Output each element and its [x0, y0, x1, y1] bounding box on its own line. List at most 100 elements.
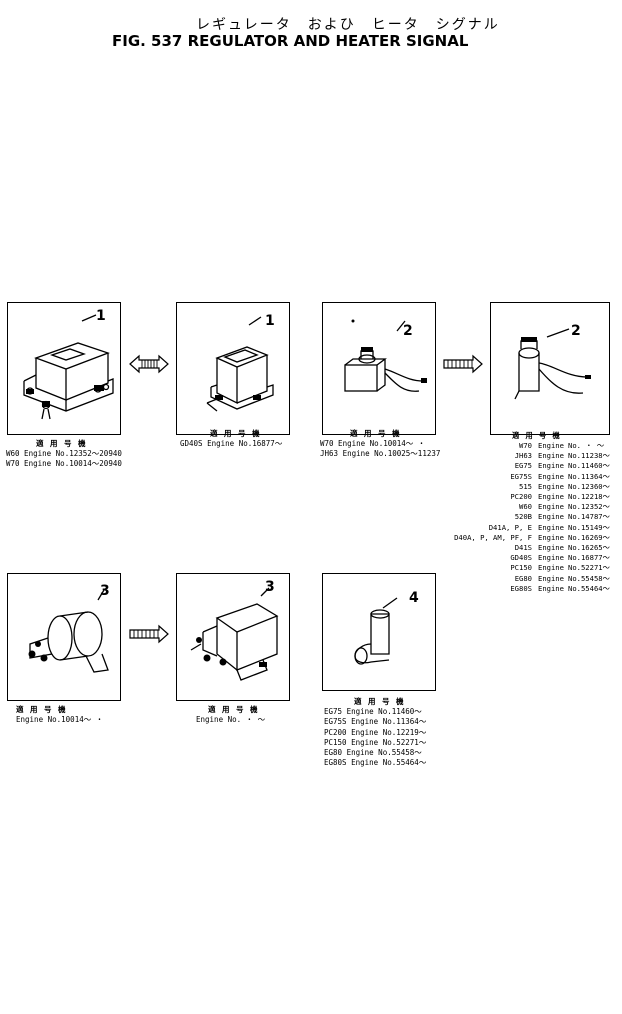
- callout-1-new: 1: [265, 313, 275, 329]
- title-japanese: レギュレータ およひ ヒータ シグナル: [196, 17, 500, 33]
- engine-cell: Engine: [538, 583, 564, 593]
- regulator-new-drawing: [206, 316, 274, 412]
- serial-cell: No.52271～: [568, 563, 610, 573]
- table-row: D41A, P, E Engine No.15149～: [456, 523, 618, 533]
- panel-heater-signal-new: 2: [490, 302, 610, 435]
- engine-line: GD40S Engine No.16877～: [180, 439, 283, 449]
- table-row: PC150 Engine No.52271～: [456, 563, 618, 573]
- table-row: GD40S Engine No.16877～: [456, 553, 618, 563]
- serial-cell: No.55464～: [568, 583, 610, 593]
- callout-3-new: 3: [265, 579, 275, 595]
- engine-line: EG75S Engine No.11364～: [324, 717, 427, 727]
- panel-heater-relay-new: 3: [176, 573, 290, 701]
- engine-cell: Engine: [538, 553, 564, 563]
- heater-signal-new-drawing: [514, 328, 591, 400]
- applicability-label-6: 適 用 号 機 Engine No. ・ ～: [196, 705, 265, 725]
- applicability-label-3: 適 用 号 機 W70 Engine No.10014～ ・ JH63 Engi…: [320, 429, 440, 460]
- model-cell: W70: [519, 441, 532, 450]
- serial-cell: No.12360～: [568, 481, 610, 491]
- model-cell: W60: [519, 502, 532, 512]
- applicability-header: 適 用 号 機: [512, 431, 561, 440]
- serial-cell: No.16265～: [568, 543, 610, 552]
- engine-cell: Engine: [538, 502, 564, 512]
- applicability-label-2: 適 用 号 機 GD40S Engine No.16877～: [180, 429, 282, 449]
- engine-line: W70 Engine No.10014～ ・: [320, 439, 426, 449]
- serial-cell: No.11460～: [568, 461, 610, 471]
- applicability-header: 適 用 号 機: [354, 697, 405, 706]
- applicability-header: 適 用 号 機: [210, 429, 261, 438]
- model-cell: EG80: [514, 573, 532, 583]
- callout-1: 1: [96, 308, 106, 324]
- engine-cell: Engine: [538, 563, 564, 573]
- engine-line: EG75 Engine No.11460～: [324, 707, 422, 717]
- panel-regulator-old: 1: [7, 302, 121, 435]
- table-row: EG80S Engine No.55464～: [456, 584, 618, 594]
- table-row: W70 Engine No. ・ ～: [456, 441, 618, 451]
- serial-cell: No.15149～: [568, 522, 610, 532]
- model-cell: 515: [519, 481, 532, 491]
- engine-cell: Engine: [538, 532, 564, 542]
- figure-title: FIG. 537 REGULATOR AND HEATER SIGNAL: [112, 32, 469, 50]
- serial-cell: No.11364～: [568, 471, 610, 481]
- heater-plug-drawing: [354, 597, 398, 665]
- engine-line: Engine No. ・ ～: [196, 715, 266, 725]
- applicability-header: 適 用 号 機: [208, 705, 259, 714]
- engine-line: W70 Engine No.10014～20940: [6, 459, 122, 469]
- model-cell: D40A, P, AM, PF, F: [454, 532, 532, 542]
- model-cell: 520B: [514, 512, 532, 522]
- panel-heater-relay-old: 3: [7, 573, 121, 701]
- engine-cell: Engine: [538, 451, 564, 461]
- callout-2-new: 2: [571, 323, 581, 339]
- panel-heater-signal-old: 2: [322, 302, 436, 435]
- applicability-header: 適 用 号 機: [350, 429, 401, 438]
- panel-heater-plug: 4: [322, 573, 436, 691]
- engine-cell: Engine: [538, 573, 564, 583]
- heater-relay-new-drawing: [190, 587, 279, 681]
- engine-line: PC200 Engine No.12219～: [324, 727, 427, 737]
- model-cell: EG75: [514, 461, 532, 471]
- right-arrow-icon: [129, 624, 169, 644]
- applicability-header: 適 用 号 機: [36, 439, 87, 448]
- engine-cell: Engine: [538, 471, 564, 481]
- model-cell: GD40S: [510, 553, 532, 563]
- right-arrow-icon: [443, 354, 483, 374]
- heater-relay-old-drawing: [28, 589, 109, 673]
- panel-regulator-new: 1: [176, 302, 290, 435]
- applicability-header: 適 用 号 機: [16, 705, 67, 714]
- engine-cell: Engine: [538, 441, 564, 450]
- model-cell: EG80S: [510, 583, 532, 593]
- double-arrow-icon: [129, 354, 169, 374]
- table-row: D41S Engine No.16265～: [456, 543, 618, 553]
- engine-cell: Engine: [538, 522, 564, 532]
- applicability-label-1: 適 用 号 機 W60 Engine No.12352～20940 W70 En…: [6, 439, 122, 470]
- model-cell: PC200: [510, 492, 532, 501]
- engine-cell: Engine: [538, 481, 564, 491]
- applicability-label-5: 適 用 号 機 Engine No.10014～ ・: [16, 705, 103, 725]
- callout-3: 3: [100, 583, 110, 599]
- serial-cell: No. ・ ～: [568, 441, 605, 450]
- model-cell: JH63: [514, 451, 532, 461]
- engine-line: JH63 Engine No.10025～11237: [320, 449, 441, 459]
- applicability-label-7: 適 用 号 機 EG75 Engine No.11460～ EG75S Engi…: [324, 697, 426, 768]
- model-cell: D41S: [514, 543, 532, 552]
- model-cell: PC150: [510, 563, 532, 573]
- engine-line: EG80S Engine No.55464～: [324, 758, 427, 768]
- serial-cell: No.12218～: [568, 492, 610, 501]
- serial-cell: No.14787～: [568, 512, 610, 522]
- model-cell: D41A, P, E: [488, 522, 532, 532]
- table-row: 520B Engine No.14787～: [456, 512, 618, 522]
- serial-cell: No.16877～: [568, 553, 610, 563]
- engine-line: EG80 Engine No.55458～: [324, 748, 422, 758]
- table-row: 515 Engine No.12360～: [456, 482, 618, 492]
- engine-cell: Engine: [538, 512, 564, 522]
- engine-cell: Engine: [538, 543, 564, 552]
- callout-2: 2: [403, 323, 413, 339]
